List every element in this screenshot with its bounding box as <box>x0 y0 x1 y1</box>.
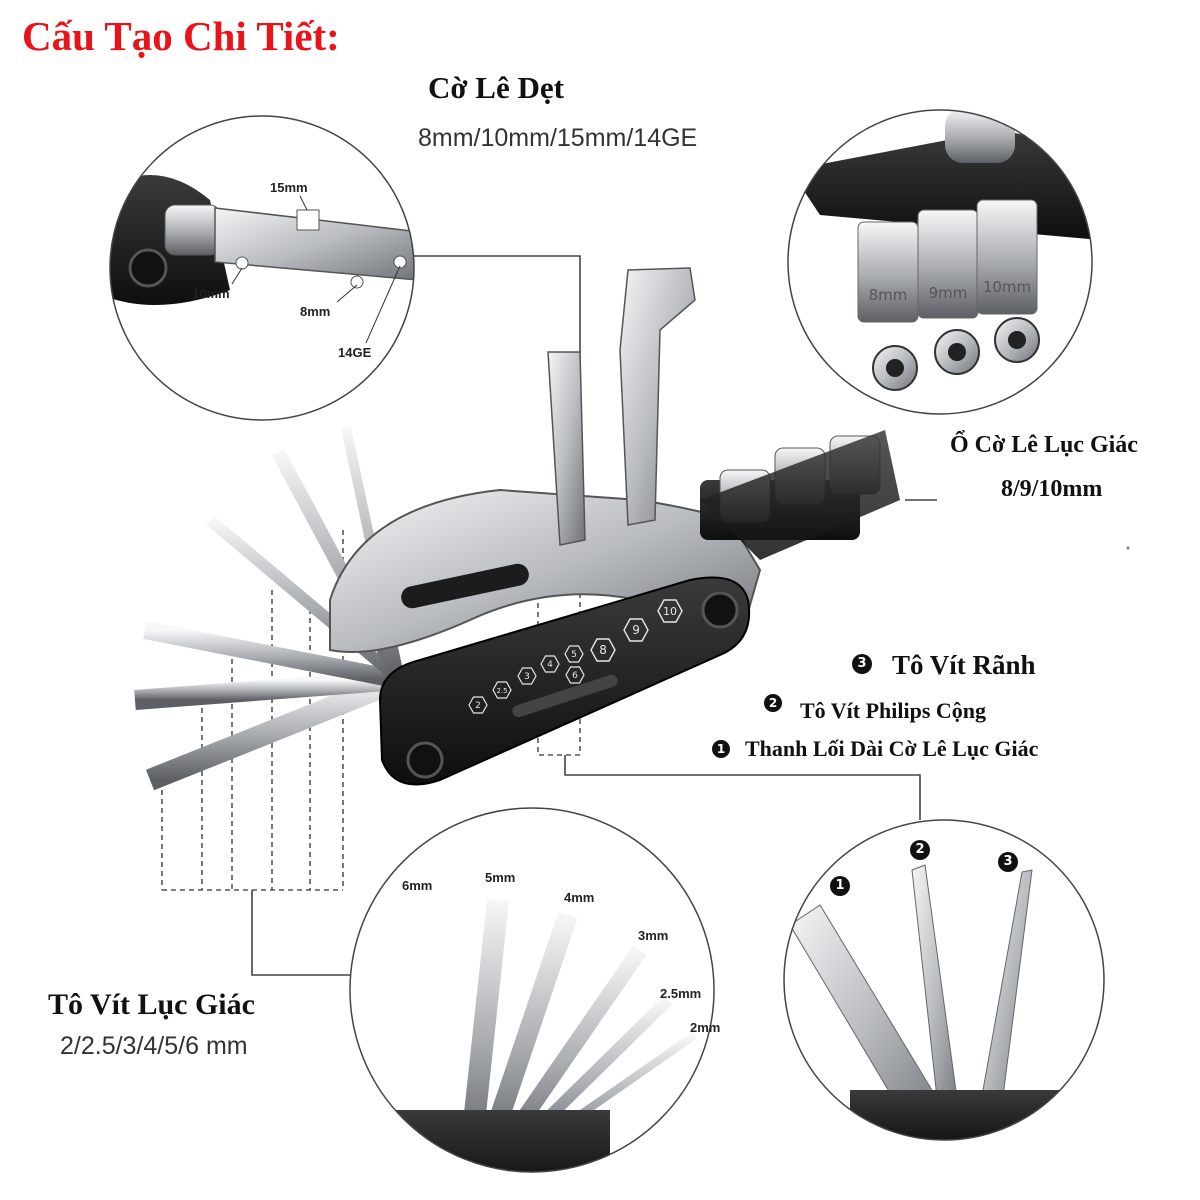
zoom-sockets: 8mm 9mm 10mm <box>787 109 1093 415</box>
zoom-number-3: 3 <box>998 852 1018 872</box>
mark-2-5: 2.5 <box>496 687 507 695</box>
mark-4: 4 <box>547 660 553 670</box>
long-hex-bar-label: Thanh Lối Dài Cờ Lê Lục Giác <box>745 736 1039 761</box>
multitool-main: 2 2.5 3 4 5 6 8 9 10 <box>134 267 900 791</box>
callout-14ge: 14GE <box>338 345 372 360</box>
hex-key-label: Tô Vít Lục Giác <box>48 988 255 1021</box>
mark-2: 2 <box>475 701 481 711</box>
mark-10: 10 <box>663 605 677 618</box>
mark-5: 5 <box>571 650 577 660</box>
callout-2-5mm: 2.5mm <box>660 986 701 1001</box>
tool-body-marks: 2 2.5 3 4 5 6 8 9 10 <box>468 599 683 714</box>
callout-3mm: 3mm <box>638 928 668 943</box>
callout-10mm: 10mm <box>192 286 230 301</box>
slotted-screwdriver-label: Tô Vít Rãnh <box>892 650 1036 680</box>
socket-wrench-sizes: 8/9/10mm <box>1001 476 1103 502</box>
callout-15mm: 15mm <box>270 180 308 195</box>
callout-8mm: 8mm <box>300 304 330 319</box>
socket-mark-8: 8mm <box>869 286 908 304</box>
socket-mark-9: 9mm <box>929 284 968 302</box>
number-badge-3: 3 <box>852 654 872 674</box>
mark-9: 9 <box>632 623 640 637</box>
zoom-flat-wrench: 15mm 10mm 8mm 14GE <box>109 115 415 421</box>
callout-2mm: 2mm <box>690 1020 720 1035</box>
socket-mark-10: 10mm <box>983 278 1031 296</box>
zoom-number-2: 2 <box>910 840 930 860</box>
callout-5mm: 5mm <box>485 870 515 885</box>
socket-wrench-label: Ổ Cờ Lê Lục Giác <box>950 432 1138 458</box>
zoom-number-1: 1 <box>830 876 850 896</box>
socket-zoom-set: 8mm 9mm 10mm <box>857 199 1040 391</box>
hex-key-sizes: 2/2.5/3/4/5/6 mm <box>60 1032 248 1060</box>
mark-3: 3 <box>524 672 530 682</box>
mark-6: 6 <box>572 671 578 681</box>
flat-wrench-sizes: 8mm/10mm/15mm/14GE <box>418 124 698 152</box>
callout-4mm: 4mm <box>564 890 594 905</box>
number-badge-1: 1 <box>712 740 730 758</box>
page-title: Cấu Tạo Chi Tiết: <box>22 13 340 59</box>
number-badge-2: 2 <box>764 694 782 712</box>
socket-bank <box>700 430 900 560</box>
callout-6mm: 6mm <box>402 878 432 893</box>
flat-wrench-label: Cờ Lê Dẹt <box>428 70 564 105</box>
phillips-screwdriver-label: Tô Vít Philips Cộng <box>800 698 987 723</box>
zoom-screwdrivers <box>783 819 1105 1141</box>
zoom-hex-keys: 6mm 5mm 4mm 3mm 2.5mm 2mm <box>349 807 720 1173</box>
mark-8: 8 <box>599 643 607 657</box>
